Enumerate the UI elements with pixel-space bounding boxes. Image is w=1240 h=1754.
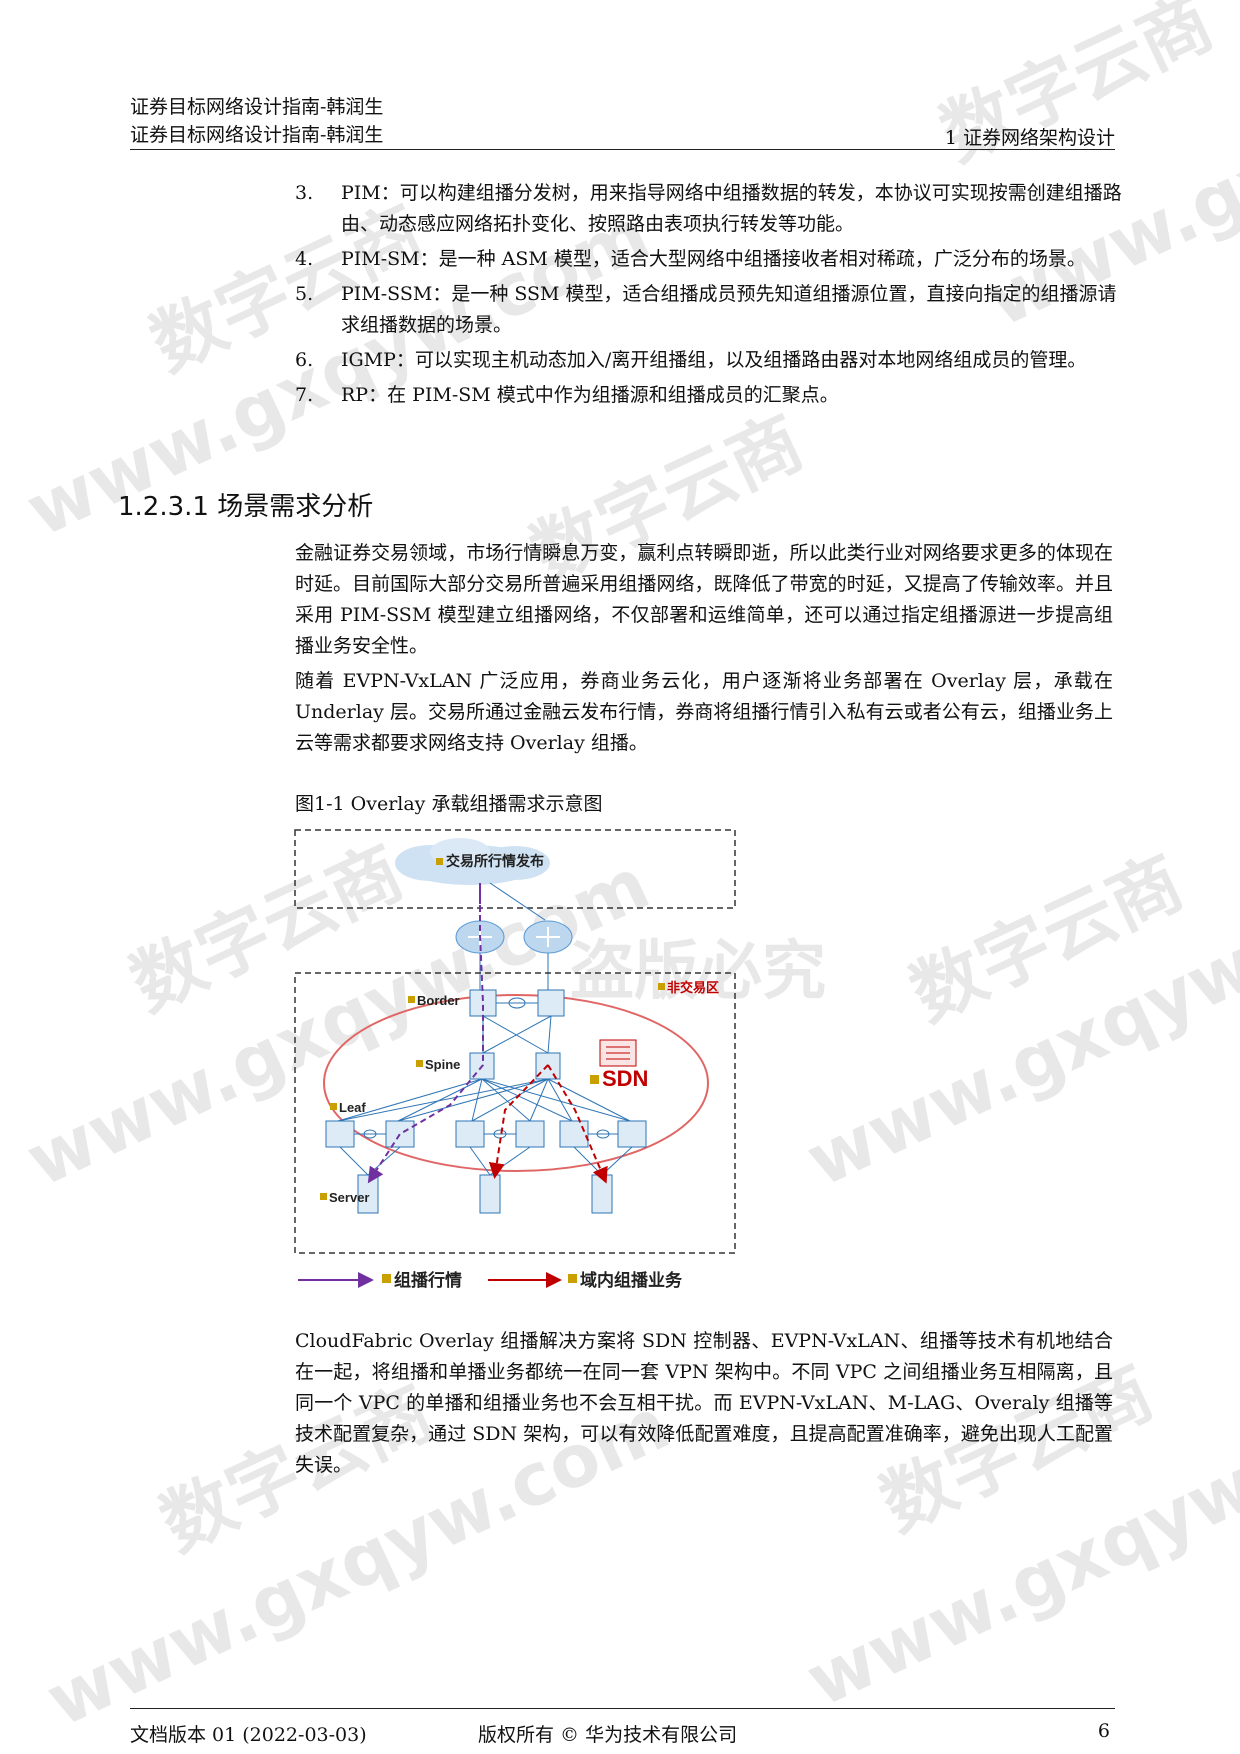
non-trading-zone-box bbox=[294, 972, 736, 1254]
list-item: 4.PIM-SM：是一种 ASM 模型，适合大型网络中组播接收者相对稀疏，广泛分… bbox=[295, 248, 1086, 270]
page-number: 6 bbox=[1097, 1720, 1110, 1742]
leaf-switches bbox=[325, 1120, 647, 1148]
watermark: 数字云商 bbox=[898, 839, 1196, 1038]
domain-multicast-path bbox=[488, 1064, 549, 1179]
router-icon bbox=[523, 920, 573, 954]
label-marker bbox=[658, 983, 665, 990]
leaf-label: Leaf bbox=[339, 1100, 366, 1115]
legend-domain: 域内组播业务 bbox=[580, 1270, 683, 1290]
spine-leaf-links bbox=[337, 1078, 631, 1122]
leaf-switch-icon bbox=[325, 1120, 355, 1148]
protocol-list: 3.PIM：可以构建组播分发树，用来指导网络中组播数据的转发，本协议可实现按需创… bbox=[295, 178, 1125, 415]
border-switch-icon bbox=[537, 989, 565, 1017]
section-heading: 1.2.3.1 场景需求分析 bbox=[118, 492, 374, 522]
paragraph-cloudfabric: CloudFabric Overlay 组播解决方案将 SDN 控制器、EVPN… bbox=[295, 1330, 1113, 1476]
label-marker bbox=[436, 858, 443, 865]
header-rule bbox=[130, 149, 1115, 150]
label-marker bbox=[382, 1274, 391, 1283]
server-icon bbox=[591, 1174, 613, 1214]
label-marker bbox=[320, 1193, 327, 1200]
watermark: www.gxqyw.com bbox=[793, 841, 1240, 1203]
cloud-icon bbox=[395, 838, 550, 885]
list-item: 5.PIM-SSM：是一种 SSM 模型，适合组播成员预先知道组播源位置，直接向… bbox=[295, 283, 1117, 336]
leaf-switch-icon bbox=[559, 1120, 589, 1148]
server-icon bbox=[479, 1174, 501, 1214]
exchange-zone-box bbox=[294, 829, 736, 909]
zone-label: 非交易区 bbox=[667, 980, 719, 995]
header-title: 证券目标网络设计指南-韩润生 bbox=[130, 96, 384, 118]
label-marker bbox=[330, 1103, 337, 1110]
label-marker bbox=[568, 1274, 577, 1283]
leaf-switch-icon bbox=[455, 1120, 485, 1148]
leaf-switch-icon bbox=[515, 1120, 545, 1148]
label-marker bbox=[416, 1060, 423, 1067]
sdn-label: SDN bbox=[602, 1066, 648, 1091]
header-title-repeat: 证券目标网络设计指南-韩润生 bbox=[130, 124, 384, 146]
doc-version: 文档版本 01 (2022-03-03) bbox=[130, 1724, 367, 1746]
spine-label: Spine bbox=[425, 1057, 460, 1072]
multicast-quote-path bbox=[367, 885, 484, 1184]
overlay-multicast-diagram: 交易所行情发布 非交易区 Border Spine SDN Leaf bbox=[294, 829, 736, 1290]
leaf-switch-icon bbox=[617, 1120, 647, 1148]
list-item: 3.PIM：可以构建组播分发树，用来指导网络中组播数据的转发，本协议可实现按需创… bbox=[295, 182, 1122, 235]
border-label: Border bbox=[417, 993, 460, 1008]
legend-multicast: 组播行情 bbox=[394, 1270, 462, 1290]
footer-rule bbox=[130, 1708, 1115, 1709]
watermark: 数字云商 bbox=[928, 0, 1226, 178]
copyright: 版权所有 © 华为技术有限公司 bbox=[478, 1724, 738, 1746]
cloud-label: 交易所行情发布 bbox=[446, 853, 544, 869]
paragraph-overlay: 随着 EVPN-VxLAN 广泛应用，券商业务云化，用户逐渐将业务部署在 Ove… bbox=[295, 670, 1113, 754]
label-marker bbox=[408, 996, 415, 1003]
list-item: 6.IGMP：可以实现主机动态加入/离开组播组，以及组播路由器对本地网络组成员的… bbox=[295, 349, 1087, 371]
chapter-title: 1 证券网络架构设计 bbox=[944, 127, 1115, 149]
fabric-oval bbox=[323, 994, 709, 1172]
list-item: 7.RP：在 PIM-SM 模式中作为组播源和组播成员的汇聚点。 bbox=[295, 384, 839, 406]
label-marker bbox=[590, 1075, 599, 1084]
paragraph-latency: 金融证券交易领域，市场行情瞬息万变，赢利点转瞬即逝，所以此类行业对网络要求更多的… bbox=[295, 542, 1113, 657]
server-label: Server bbox=[329, 1190, 369, 1205]
leaf-switch-icon bbox=[385, 1120, 415, 1148]
figure-caption: 图1-1 Overlay 承载组播需求示意图 bbox=[295, 793, 603, 815]
border-switch-icon bbox=[469, 989, 497, 1017]
domain-multicast-path bbox=[547, 1064, 608, 1184]
